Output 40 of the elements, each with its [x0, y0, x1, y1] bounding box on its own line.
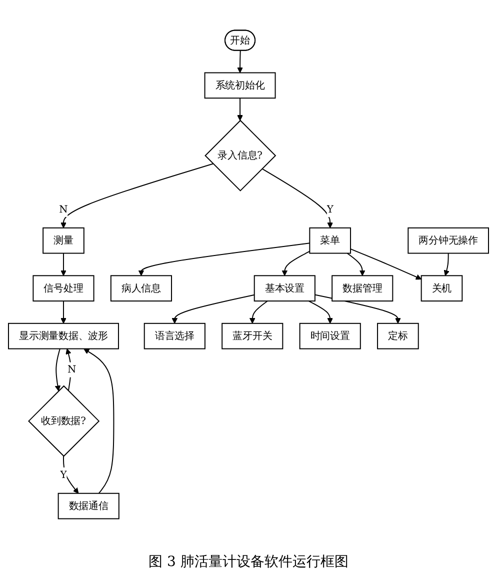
- node-box: 定标: [377, 322, 419, 350]
- node-box: 蓝牙开关: [222, 322, 284, 350]
- arrow: [54, 348, 61, 392]
- arrow: [237, 98, 243, 121]
- arrow: [308, 300, 333, 324]
- edge-label: Y: [326, 203, 334, 216]
- node-box: 测量: [42, 227, 84, 254]
- node-box: 系统初始化: [204, 72, 276, 99]
- node-box: 信号处理: [32, 275, 94, 302]
- arrow: [249, 300, 268, 324]
- node-box: 基本设置: [254, 275, 316, 302]
- edge-label: Y: [60, 468, 67, 481]
- node-box: 菜单: [309, 227, 352, 254]
- arrow: [66, 348, 72, 392]
- node-box: 病人信息: [110, 275, 172, 302]
- node-box: 时间设置: [299, 322, 361, 350]
- arrow: [60, 252, 66, 276]
- edge-label: N: [68, 364, 76, 376]
- arrow: [138, 242, 310, 276]
- node-box: 数据通信: [58, 492, 120, 520]
- arrow: [60, 163, 214, 228]
- node-diamond: 录入信息?: [204, 120, 276, 192]
- arrow: [60, 300, 66, 324]
- arrow: [282, 250, 310, 276]
- arrow: [444, 252, 450, 276]
- caption: 图 3 肺活量计设备软件运行框图: [148, 553, 348, 571]
- arrow: [63, 456, 79, 494]
- node-box: 显示测量数据、波形: [8, 322, 119, 350]
- arrow: [172, 294, 255, 324]
- node-box: 语言选择: [144, 322, 206, 350]
- node-box: 数据管理: [332, 275, 394, 302]
- arrow: [350, 248, 422, 280]
- arrow: [346, 252, 366, 276]
- edge-label: N: [59, 203, 68, 216]
- node-box: 两分钟无操作: [408, 227, 489, 254]
- arrow: [84, 348, 114, 494]
- node-diamond: 收到数据?: [28, 385, 100, 457]
- arrow: [262, 168, 333, 228]
- arrow: [237, 50, 243, 74]
- node-box: 关机: [420, 275, 463, 302]
